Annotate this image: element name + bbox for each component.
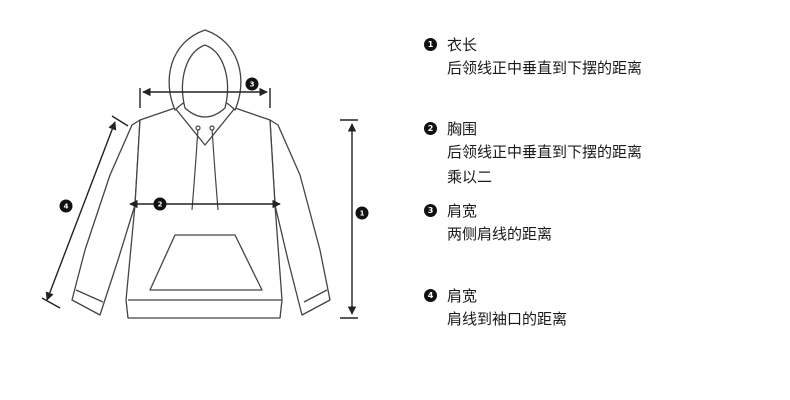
- legend-desc-1: 后领线正中垂直到下摆的距离: [447, 59, 643, 77]
- number-badge-1: 1: [424, 37, 437, 51]
- measure-line-length: [340, 119, 358, 319]
- measure-line-sleeve: [41, 115, 129, 309]
- legend-desc-4: 肩线到袖口的距离: [447, 310, 568, 328]
- marker-4: 4: [59, 199, 73, 213]
- legend-item-3: 3 肩宽 两侧肩线的距离: [424, 198, 552, 247]
- marker-3: 3: [245, 77, 259, 91]
- legend-desc-2b: 乘以二: [447, 168, 493, 186]
- hoodie-measurement-diagram: 1 2 3 4: [41, 29, 369, 319]
- legend-desc-2a: 后领线正中垂直到下摆的距离: [447, 143, 643, 161]
- number-badge-3: 3: [424, 203, 437, 217]
- legend-title-1: 衣长: [447, 35, 478, 54]
- legend-item-4: 4 肩宽 肩线到袖口的距离: [424, 283, 567, 332]
- svg-text:2: 2: [158, 201, 163, 209]
- legend-desc-3: 两侧肩线的距离: [447, 225, 553, 243]
- svg-text:1: 1: [360, 210, 365, 218]
- legend-title-4: 肩宽: [447, 286, 478, 305]
- number-badge-2: 2: [424, 121, 437, 135]
- right-sleeve: [269, 119, 331, 316]
- hood-opening: [181, 44, 229, 118]
- legend-item-2: 2 胸围 后领线正中垂直到下摆的距离 乘以二: [424, 116, 642, 190]
- legend-title-2: 胸围: [447, 119, 478, 138]
- marker-2: 2: [153, 197, 167, 211]
- marker-1: 1: [355, 206, 369, 220]
- measure-line-shoulder: [139, 87, 271, 108]
- hoodie-outline: [71, 29, 331, 319]
- legend-title-3: 肩宽: [447, 201, 478, 220]
- svg-text:4: 4: [64, 203, 69, 211]
- number-badge-4: 4: [424, 288, 437, 302]
- kangaroo-pocket: [149, 234, 263, 291]
- svg-text:3: 3: [250, 81, 255, 89]
- measurement-legend: 1 衣长 后领线正中垂直到下摆的距离 2 胸围 后领线正中垂直到下摆的距离 乘以…: [424, 0, 784, 400]
- legend-item-1: 1 衣长 后领线正中垂直到下摆的距离: [424, 32, 642, 81]
